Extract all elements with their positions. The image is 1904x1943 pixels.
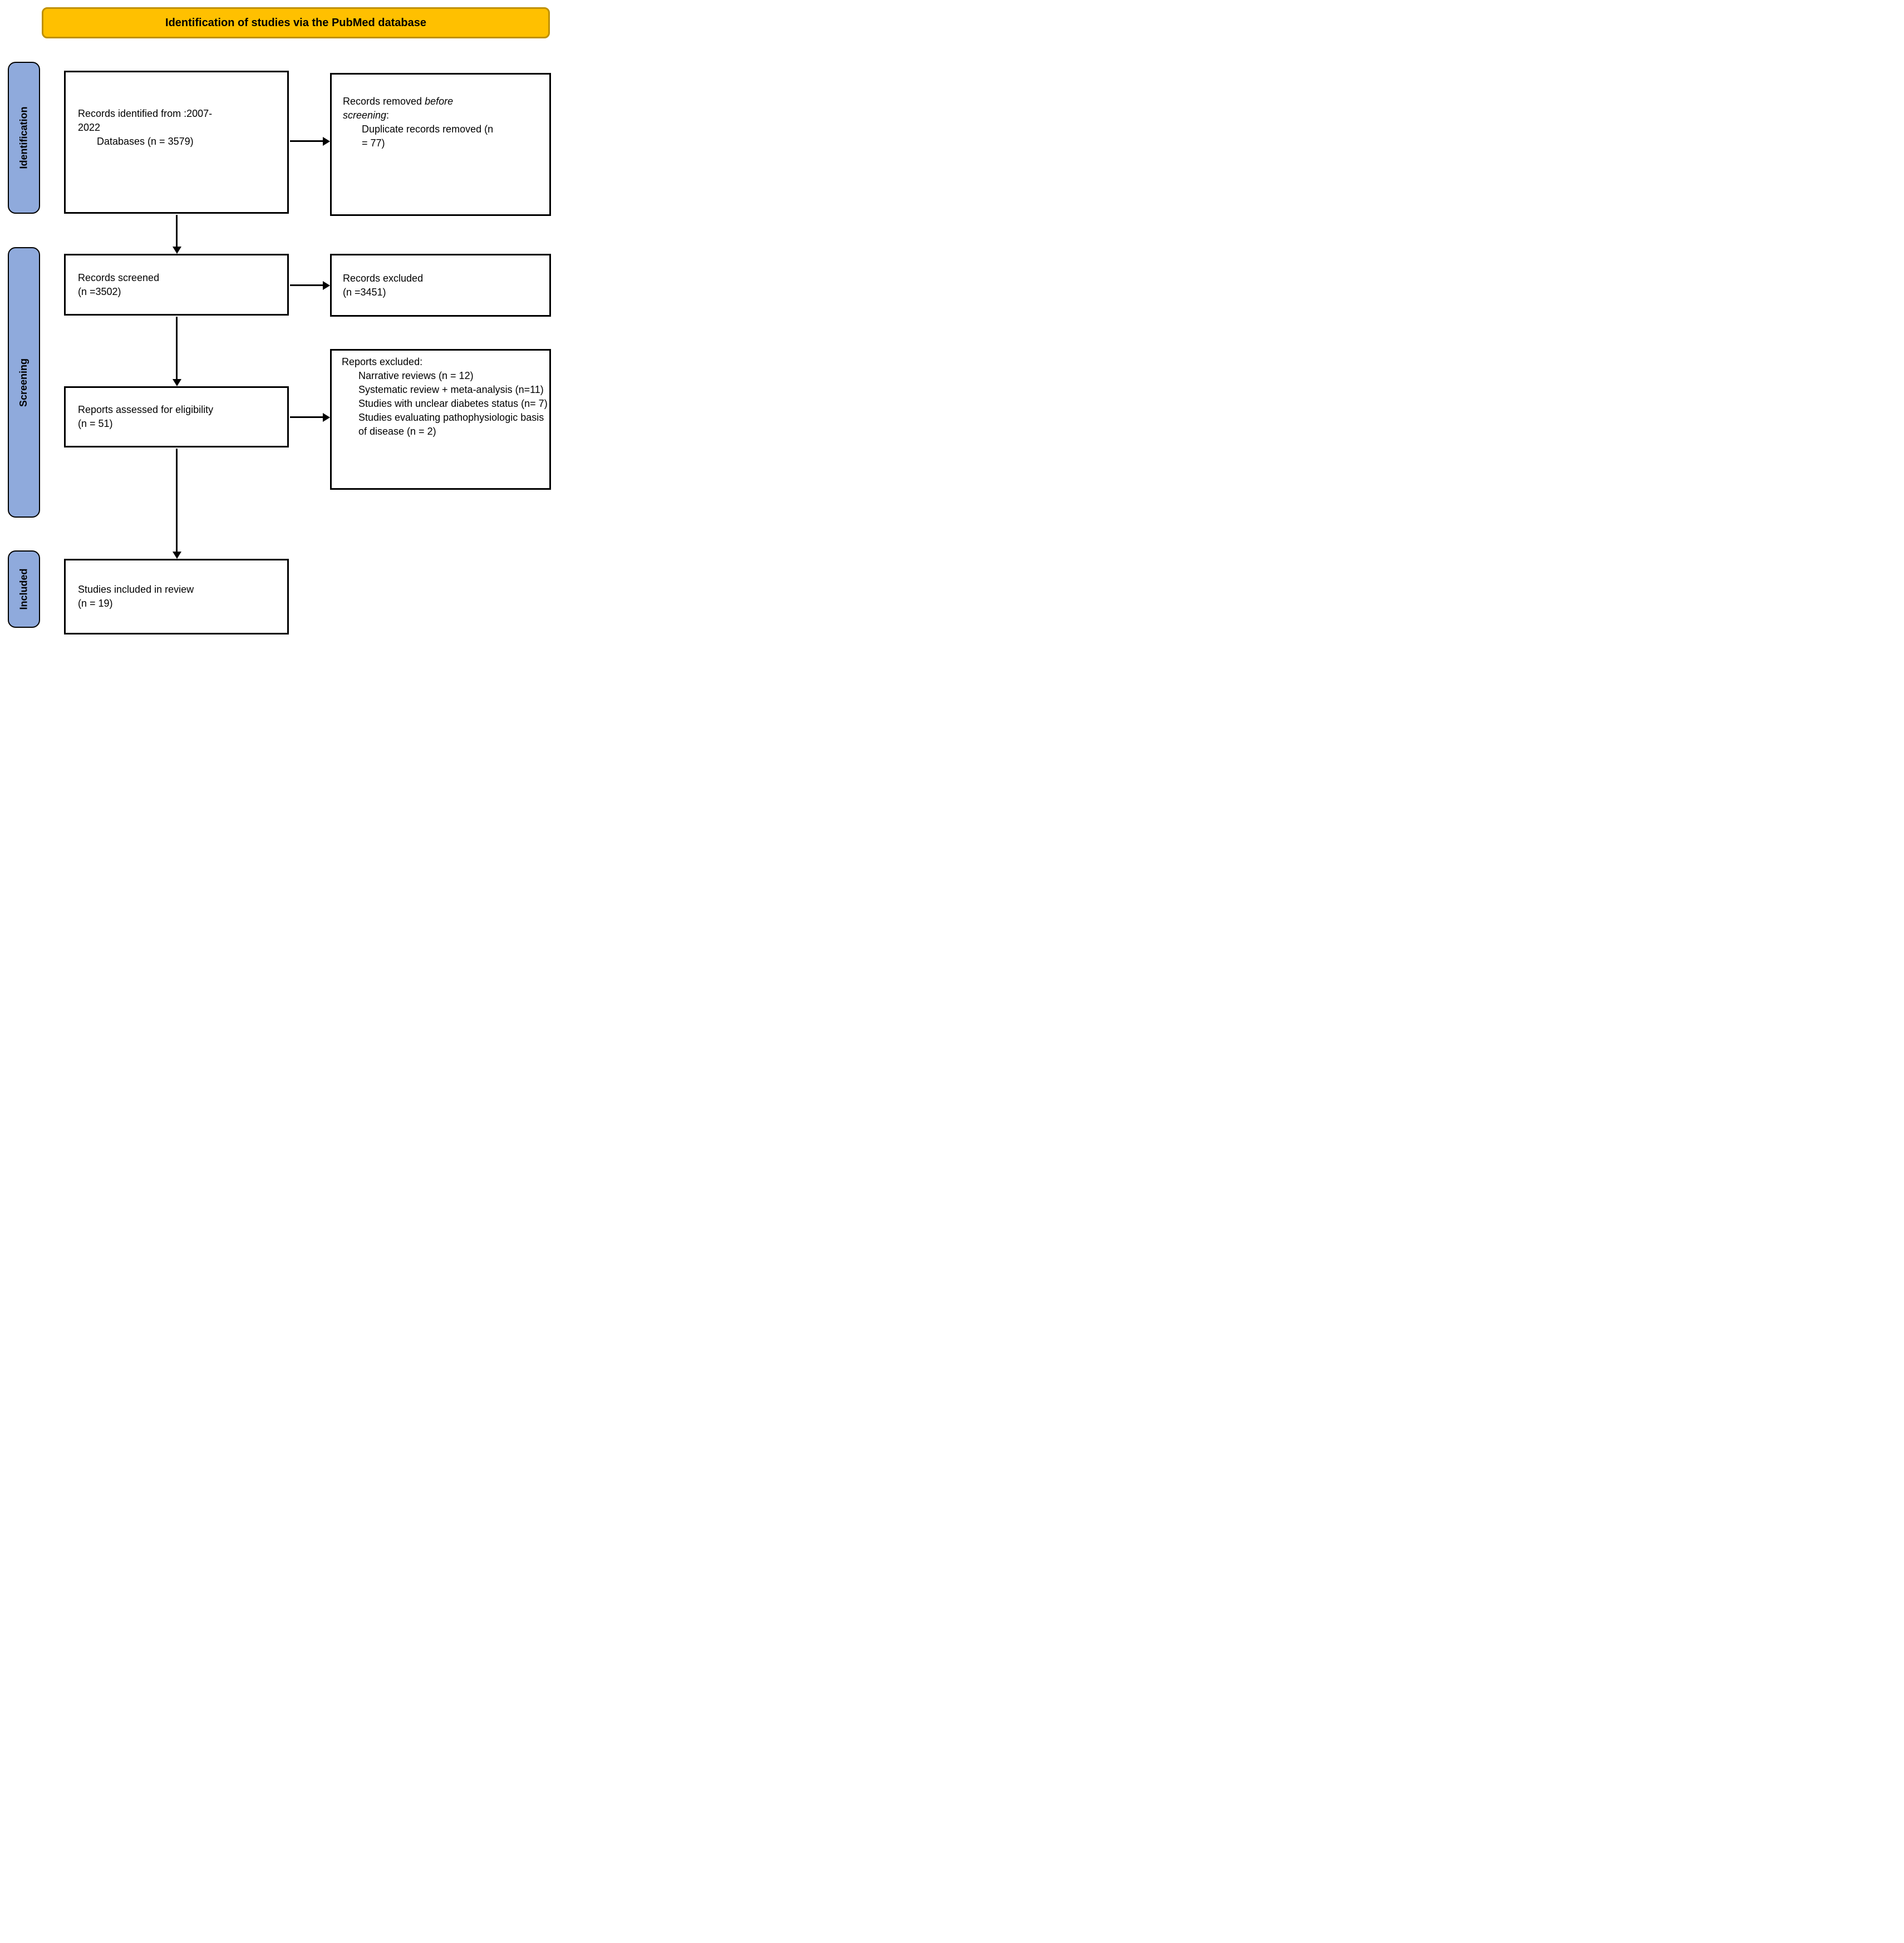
arrow-screened-down-to-assessed: [176, 317, 178, 380]
arrow-identified-down-to-screened: [176, 215, 178, 247]
stage-label-identification: Identification: [8, 62, 40, 214]
header-banner: Identification of studies via the PubMed…: [42, 7, 550, 38]
box-records-screened: Records screened(n =3502): [64, 254, 289, 316]
box-reports-assessed-for-eligibility: Reports assessed for eligibility(n = 51): [64, 386, 289, 447]
stage-label-screening: Screening: [8, 247, 40, 518]
stage-label-identification-text: Identification: [18, 106, 29, 169]
arrow-identified-to-removed: [290, 140, 323, 142]
prisma-flow-diagram: Identification of studies via the PubMed…: [0, 0, 634, 648]
box-reports-excluded: Reports excluded:Narrative reviews (n = …: [330, 349, 551, 490]
arrow-assessed-down-to-included: [176, 449, 178, 552]
arrow-screened-to-excluded: [290, 284, 323, 286]
arrow-assessed-to-reports-excluded: [290, 416, 323, 418]
box-studies-included-in-review: Studies included in review(n = 19): [64, 559, 289, 634]
box-records-excluded: Records excluded(n =3451): [330, 254, 551, 317]
stage-label-included-text: Included: [18, 568, 29, 610]
stage-label-screening-text: Screening: [18, 358, 29, 407]
stage-label-included: Included: [8, 550, 40, 628]
